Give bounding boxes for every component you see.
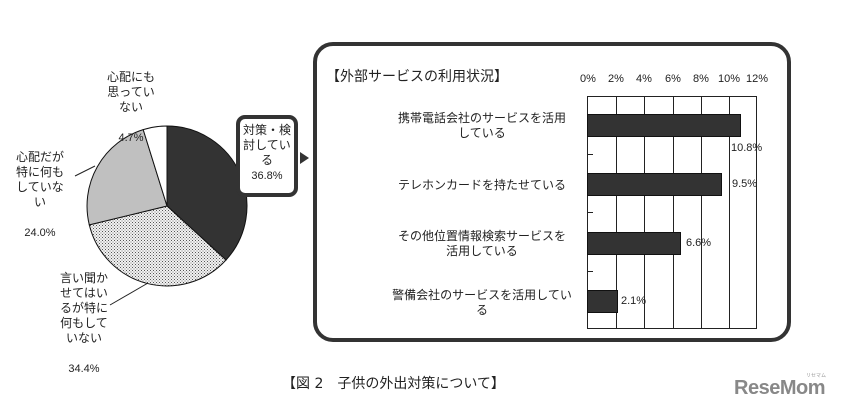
- callout-pct: 36.8%: [251, 170, 283, 182]
- x-tick: 0%: [580, 73, 596, 85]
- bar-plot-area: [587, 96, 757, 329]
- pie-label-iikikase: 言い聞か せてはい るが特に 何もして いない 34.4%: [50, 256, 118, 377]
- x-tick: 10%: [717, 73, 741, 85]
- pie-slice-shinpai: [86, 128, 168, 226]
- category-label-telephone-card: テレホンカードを持たせている: [397, 178, 566, 192]
- leader-line-shinpai: [74, 165, 96, 177]
- callout-text: 対策・検 討してい る: [242, 123, 291, 167]
- pie-label-shinpai: 心配だが 特に何も していな い 24.0%: [6, 135, 74, 241]
- x-tick: 6%: [665, 73, 681, 85]
- bar-location-service: [587, 232, 681, 255]
- bar-keitai: [587, 114, 741, 137]
- x-tick: 12%: [745, 73, 769, 85]
- gridline: [644, 97, 645, 328]
- gridline: [616, 97, 617, 328]
- bar-value-security-company: 2.1%: [621, 295, 647, 307]
- bar-value-location-service: 6.6%: [686, 237, 712, 249]
- pie-label-pct: 24.0%: [24, 227, 56, 239]
- panel-title: 【外部サービスの利用状況】: [326, 69, 508, 85]
- pie-label-pct: 34.4%: [68, 363, 100, 375]
- category-label-keitai: 携帯電話会社のサービスを活用 している: [397, 111, 566, 140]
- pie-slice-nashi: [142, 125, 168, 207]
- pie-label-nashi: 心配にも 思ってい ない 4.7%: [96, 55, 166, 146]
- figure-caption: 【図 2 子供の外出対策について】: [282, 376, 505, 392]
- y-tick: [587, 271, 593, 272]
- resemom-logo: ReseMom: [734, 377, 825, 399]
- pie-label-text: 心配にも 思ってい ない: [106, 70, 155, 114]
- gridline: [673, 97, 674, 328]
- gridline: [729, 97, 730, 328]
- bar-telephone-card: [587, 173, 722, 196]
- leader-line-iikikase: [109, 282, 149, 306]
- x-tick: 8%: [693, 73, 709, 85]
- y-tick: [587, 212, 593, 213]
- category-label-location-service: その他位置情報検索サービスを 活用している: [397, 229, 566, 258]
- gridline: [701, 97, 702, 328]
- callout-arrow-icon: [300, 152, 309, 164]
- pie-label-pct: 4.7%: [118, 132, 144, 144]
- bar-value-keitai: 10.8%: [731, 142, 763, 154]
- callout-taisaku: 対策・検 討してい る 36.8%: [236, 115, 298, 197]
- resemom-logo-sub: リセマム: [806, 373, 827, 379]
- x-tick: 4%: [636, 73, 652, 85]
- bar-security-company: [587, 290, 618, 313]
- y-tick: [587, 154, 593, 155]
- category-label-security-company: 警備会社のサービスを活用してい る: [392, 288, 572, 317]
- pie-label-text: 心配だが 特に何も していな い: [15, 150, 64, 209]
- bar-value-telephone-card: 9.5%: [732, 178, 758, 190]
- pie-label-text: 言い聞か せてはい るが特に 何もして いない: [59, 271, 108, 345]
- x-tick: 2%: [608, 73, 624, 85]
